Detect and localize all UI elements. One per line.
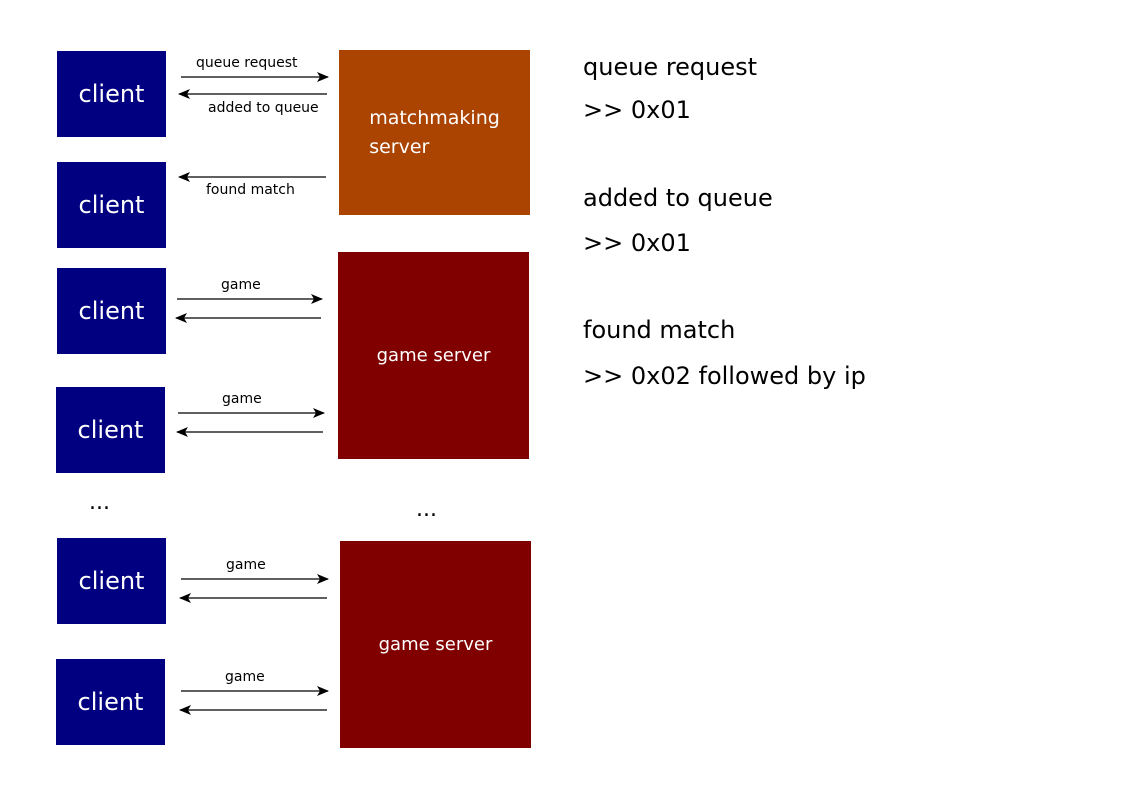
client-box: client <box>57 538 166 624</box>
client-label: client <box>77 416 144 444</box>
client-box: client <box>57 162 166 248</box>
client-label: client <box>78 80 145 108</box>
game-server-label: game server <box>376 345 491 366</box>
client-label: client <box>77 688 144 716</box>
client-box: client <box>56 659 165 745</box>
game-server-label: game server <box>378 634 493 655</box>
added-to-queue-arrow-label: added to queue <box>208 100 319 116</box>
client-box: client <box>56 387 165 473</box>
legend-code: >> 0x01 <box>583 96 691 124</box>
game-server-box: game server <box>340 541 531 748</box>
client-box: client <box>57 268 166 354</box>
more-servers-ellipsis: ... <box>416 497 437 522</box>
matchmaking-server-label-line1: matchmaking <box>369 106 500 129</box>
client-label: client <box>78 191 145 219</box>
game-arrow-label: game <box>222 391 262 407</box>
queue-request-arrow-label: queue request <box>196 55 298 71</box>
game-server-box: game server <box>338 252 529 459</box>
game-arrow-label: game <box>221 277 261 293</box>
client-label: client <box>78 297 145 325</box>
game-arrow-label: game <box>226 557 266 573</box>
legend-code: >> 0x01 <box>583 229 691 257</box>
game-arrow-label: game <box>225 669 265 685</box>
matchmaking-server-label: matchmaking server <box>369 104 500 162</box>
legend-title: queue request <box>583 53 758 81</box>
found-match-arrow-label: found match <box>206 182 295 198</box>
legend-title: found match <box>583 316 736 344</box>
client-box: client <box>57 51 166 137</box>
matchmaking-server-label-line2: server <box>369 135 430 158</box>
client-label: client <box>78 567 145 595</box>
more-clients-ellipsis: ... <box>89 490 110 515</box>
legend-title: added to queue <box>583 184 773 212</box>
legend-code: >> 0x02 followed by ip <box>583 362 866 390</box>
matchmaking-server-box: matchmaking server <box>339 50 530 215</box>
